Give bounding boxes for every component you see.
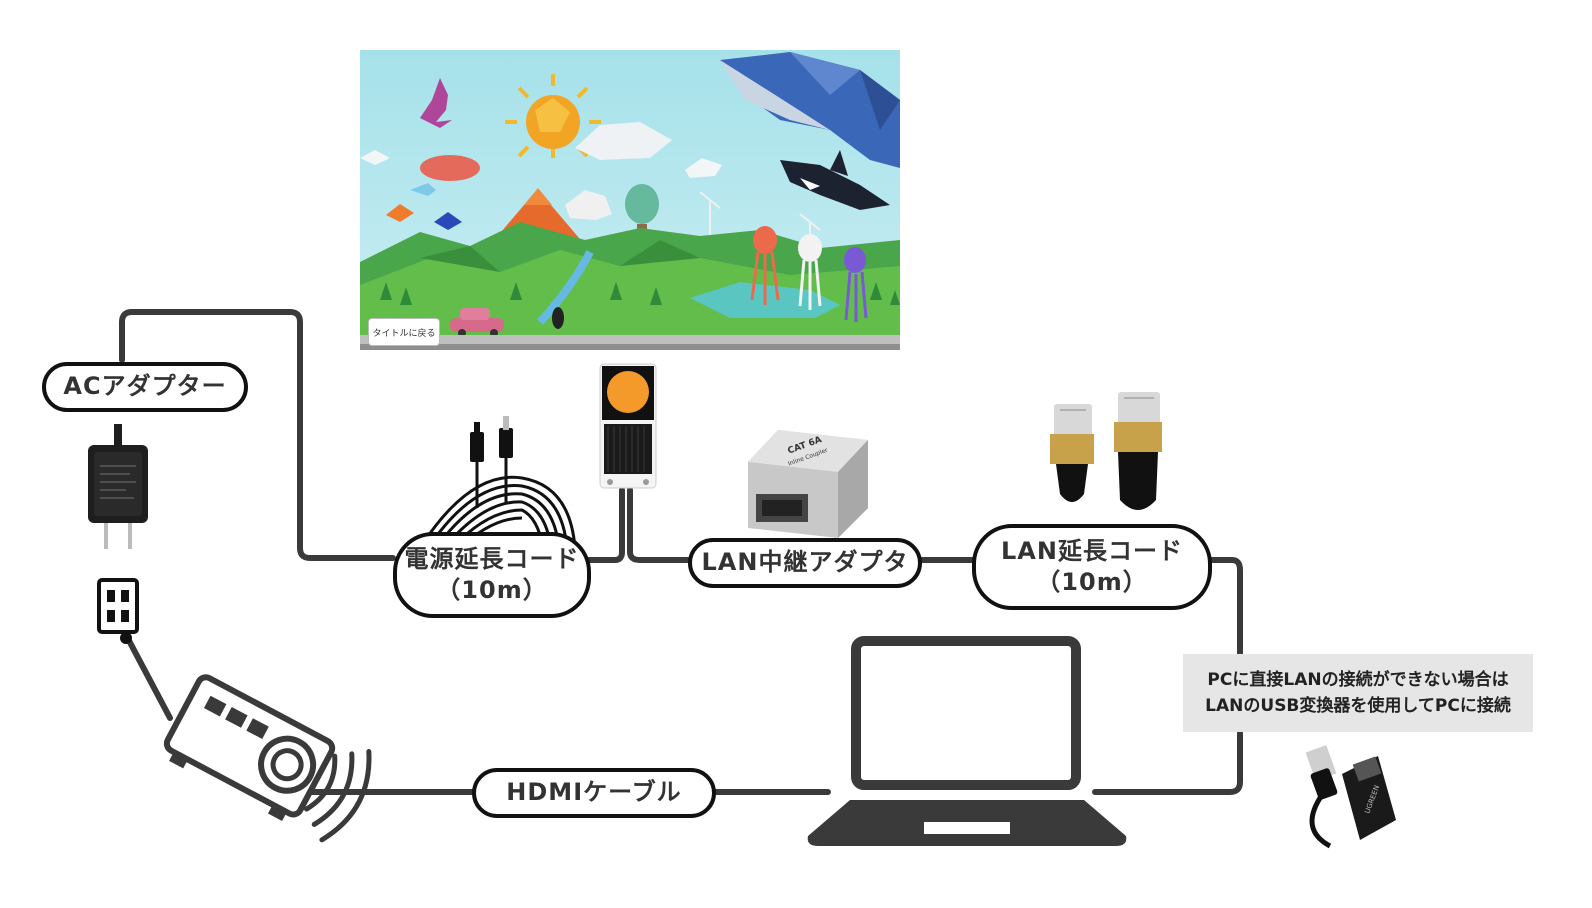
projector-device [163, 674, 372, 843]
power-extension-label-line2: （10m） [436, 576, 548, 604]
sensor-device [599, 363, 657, 489]
hdmi-cable-label-text: HDMIケーブル [506, 778, 682, 807]
balloon-illustration [625, 184, 659, 232]
power-to-sensor-cable [580, 487, 625, 563]
car-illustration [450, 308, 504, 337]
projected-screen [360, 50, 900, 350]
usb-converter-note-line1: PCに直接LANの接続ができない場合は [1207, 669, 1509, 690]
lan-plugs-device [1050, 392, 1162, 510]
jellyfish-illustration [750, 226, 868, 322]
ac-adapter-label-text: ACアダプター [63, 372, 227, 401]
outlet-to-projector-cable [123, 632, 173, 721]
hdmi-cable-label: HDMIケーブル [472, 768, 716, 818]
blimp-illustration [420, 155, 480, 181]
ac-adapter-device [88, 424, 148, 549]
power-extension-cord-device [418, 458, 577, 550]
bird-illustration [420, 78, 452, 128]
power-extension-label: 電源延長コード （10m） [393, 532, 591, 618]
lan-extension-label-line1: LAN延長コード [1001, 536, 1183, 565]
usb-converter-note: PCに直接LANの接続ができない場合は LANのUSB変換器を使用してPCに接続 [1183, 654, 1533, 732]
orca-illustration [780, 150, 890, 210]
usb-converter-note-line2: LANのUSB変換器を使用してPCに接続 [1205, 696, 1511, 716]
power-extension-label-line1: 電源延長コード [404, 544, 580, 573]
sensor-to-relay-cable [627, 487, 691, 563]
laptop-device [807, 636, 1127, 846]
sun-illustration [505, 74, 601, 158]
lan-relay-label: LAN中継アダプタ [688, 538, 922, 588]
ac-adapter-label: ACアダプター [42, 362, 248, 412]
cloud-illustration [575, 122, 672, 160]
power-cable-path [119, 309, 396, 561]
whale-illustration [720, 52, 900, 168]
back-to-title-button[interactable]: タイトルに戻る [368, 318, 440, 346]
wall-outlet [97, 578, 139, 644]
lan-coupler-device: CAT 6A Inline Coupler [748, 430, 868, 538]
lan-extension-label-line2: （10m） [1036, 568, 1148, 596]
lan-extension-label: LAN延長コード （10m） [972, 524, 1212, 610]
lan-relay-label-text: LAN中継アダプタ [701, 548, 909, 577]
usb-lan-adapter-device: UGREEN [1305, 745, 1396, 849]
